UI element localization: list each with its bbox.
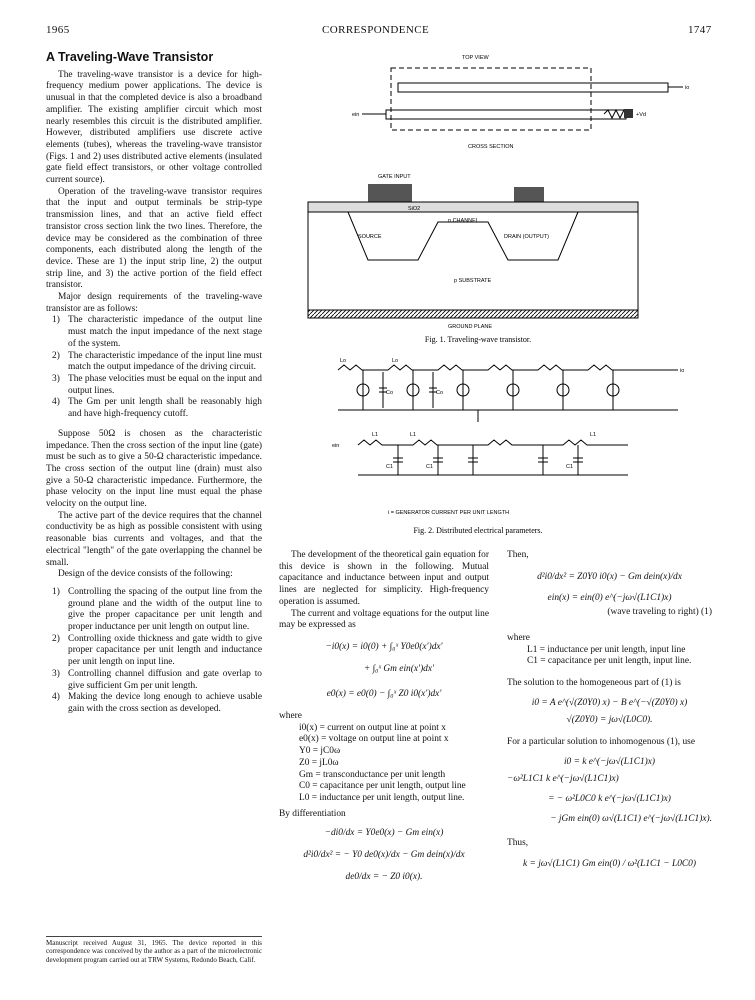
- n-channel-label: n CHANNEL: [448, 218, 479, 224]
- list-item: 2)Controlling oxide thickness and gate w…: [52, 633, 262, 668]
- figure-2-caption: Fig. 2. Distributed electrical parameter…: [413, 526, 542, 535]
- design-list: 1)Controlling the spacing of the output …: [46, 587, 262, 716]
- inductance-label: L1: [590, 432, 596, 438]
- figure-2: Lo Lo Co Co io ein L1 L1 L1 C1 C1 C1 i =…: [332, 358, 684, 535]
- equation: d²i0/dx² = Z0Y0 i0(x) − Gm dein(x)/dx: [537, 571, 682, 582]
- equation: −di0/dx = Y0e0(x) − Gm ein(x): [324, 828, 444, 839]
- impedance-paragraph: Suppose 50Ω is chosen as the characteris…: [46, 428, 262, 510]
- where-label: where: [507, 632, 530, 643]
- where-label: where: [279, 711, 302, 722]
- requirements-intro: Major design requirements of the traveli…: [46, 292, 262, 314]
- equation: ein(x) = ein(0) e^(−jω√(L1C1)x): [547, 593, 672, 604]
- inductance-label: L1: [372, 432, 378, 438]
- equation-number: (wave traveling to right) (1): [607, 607, 712, 618]
- thus-label: Thus,: [507, 837, 529, 848]
- requirements-list: 1)The characteristic impedance of the ou…: [46, 315, 262, 420]
- then-label: Then,: [507, 550, 529, 560]
- equation: −i0(x) = i0(0) + ∫₀ˣ Y0e0(x′)dx′: [325, 641, 443, 652]
- oxide-label: SiO2: [408, 206, 420, 212]
- middle-column: The development of the theoretical gain …: [279, 550, 489, 883]
- page-year: 1965: [46, 24, 70, 36]
- inductance-label: L1: [410, 432, 416, 438]
- definition: C0 = capacitance per unit length, output…: [299, 781, 466, 792]
- list-item: 1)Controlling the spacing of the output …: [52, 586, 262, 633]
- equations-intro: The current and voltage equations for th…: [279, 608, 489, 631]
- inductance-label: Lo: [340, 358, 346, 364]
- list-item: 4)Making the device long enough to achie…: [52, 692, 262, 714]
- list-item: 3)Controlling channel diffusion and gate…: [52, 668, 262, 691]
- inductance-label: Lo: [392, 358, 398, 364]
- equation: i0 = A e^(√(Z0Y0) x) − B e^(−√(Z0Y0) x): [531, 697, 688, 708]
- list-item: 1)The characteristic impedance of the ou…: [52, 315, 262, 349]
- particular-paragraph: For a particular solution to inhomogenou…: [507, 737, 695, 748]
- equation: √(Z0Y0) = jω√(L0C0).: [566, 715, 653, 726]
- drain-bias-label: +Vd: [636, 112, 646, 118]
- equation: −ω²L1C1 k e^(−jω√(L1C1)x): [507, 774, 619, 785]
- definition: Z0 = jL0ω: [299, 757, 339, 768]
- definition: L0 = inductance per unit length, output …: [299, 792, 465, 803]
- ground-plane-label: GROUND PLANE: [448, 324, 492, 330]
- capacitance-label: C1: [426, 464, 433, 470]
- definition: e0(x) = voltage on output line at point …: [299, 734, 449, 745]
- cross-section-label: CROSS SECTION: [468, 144, 514, 150]
- design-intro: Design of the device consists of the fol…: [58, 569, 233, 580]
- equation: = − ω²L0C0 k e^(−jω√(L1C1)x): [548, 794, 671, 805]
- definition: Gm = transconductance per unit length: [299, 769, 446, 780]
- substrate-label: p SUBSTRATE: [454, 278, 492, 284]
- intro-paragraph: The traveling-wave transistor is a devic…: [46, 69, 262, 186]
- equation: k = jω√(L1C1) Gm ein(0) / ω²(L1C1 − L0C0…: [523, 859, 696, 870]
- figure-1-caption: Fig. 1. Traveling-wave transistor.: [425, 335, 531, 344]
- definition: Y0 = jC0ω: [299, 746, 341, 757]
- left-column: A Traveling-Wave Transistor The travelin…: [46, 50, 262, 716]
- equation: + ∫₀ˣ Gm ein(x′)dx′: [363, 663, 435, 674]
- equation: i0 = k e^(−jω√(L1C1)x): [563, 756, 656, 767]
- article-title: A Traveling-Wave Transistor: [46, 50, 214, 64]
- capacitance-label: Co: [436, 390, 443, 396]
- capacitance-label: C1: [566, 464, 573, 470]
- capacitance-label: Co: [386, 390, 393, 396]
- page-number: 1747: [688, 24, 712, 36]
- active-part-paragraph: The active part of the device requires t…: [46, 510, 262, 568]
- output-current-label: io: [685, 85, 689, 91]
- source-label: SOURCE: [358, 234, 382, 240]
- figure-1: TOP VIEW io ein +Vd CROSS SECTION GATE I…: [307, 55, 689, 344]
- input-voltage-label: ein: [352, 112, 359, 118]
- definition: L1 = inductance per unit length, input l…: [527, 644, 686, 655]
- top-view-label: TOP VIEW: [462, 55, 490, 61]
- homogeneous-paragraph: The solution to the homogeneous part of …: [507, 677, 681, 688]
- equation: e0(x) = e0(0) − ∫₀ˣ Z0 i0(x′)dx′: [326, 689, 442, 700]
- drain-label: DRAIN (OUTPUT): [504, 234, 549, 240]
- generator-note: i = GENERATOR CURRENT PER UNIT LENGTH: [388, 510, 509, 516]
- capacitance-label: C1: [386, 464, 393, 470]
- list-item: 3)The phase velocities must be equal on …: [52, 373, 262, 396]
- output-current-label: io: [680, 368, 684, 374]
- equation: − jGm ein(0) ω√(L1C1) e^(−jω√(L1C1)x).: [550, 813, 712, 824]
- input-voltage-label: ein: [332, 443, 339, 449]
- definition: i0(x) = current on output line at point …: [299, 722, 446, 733]
- gate-input-label: GATE INPUT: [378, 174, 411, 180]
- footnote: Manuscript received August 31, 1965. The…: [46, 936, 262, 964]
- right-column: Then, d²i0/dx² = Z0Y0 i0(x) − Gm dein(x)…: [507, 550, 712, 871]
- definition: C1 = capacitance per unit length, input …: [527, 656, 692, 667]
- list-item: 2)The characteristic impedance of the in…: [52, 350, 262, 373]
- equation: d²i0/dx² = − Y0 de0(x)/dx − Gm dein(x)/d…: [303, 850, 465, 861]
- by-differentiation: By differentiation: [279, 808, 346, 819]
- equation: de0/dx = − Z0 i0(x).: [345, 871, 423, 882]
- development-paragraph: The development of the theoretical gain …: [279, 550, 489, 607]
- running-title: CORRESPONDENCE: [322, 24, 430, 36]
- operation-paragraph: Operation of the traveling-wave transist…: [46, 186, 262, 291]
- list-item: 4)The Gm per unit length shall be reason…: [52, 397, 262, 420]
